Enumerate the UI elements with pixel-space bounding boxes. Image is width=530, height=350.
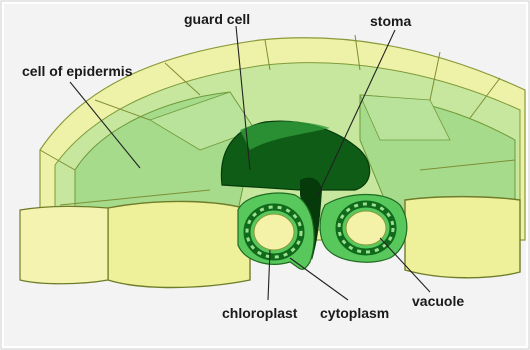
label-guard-cell: guard cell — [184, 11, 250, 27]
vacuole-right — [346, 211, 386, 245]
lower-epidermis-cell-far-left — [20, 206, 108, 283]
label-chloroplast: chloroplast — [222, 305, 298, 321]
label-cytoplasm: cytoplasm — [320, 305, 389, 321]
vacuole-left — [254, 214, 294, 250]
lower-epidermis-cell-right — [405, 197, 520, 278]
label-vacuole: vacuole — [412, 293, 464, 309]
label-cell-of-epidermis: cell of epidermis — [22, 63, 133, 79]
label-stoma: stoma — [370, 13, 411, 29]
lower-epidermis-cell-left — [108, 201, 250, 287]
